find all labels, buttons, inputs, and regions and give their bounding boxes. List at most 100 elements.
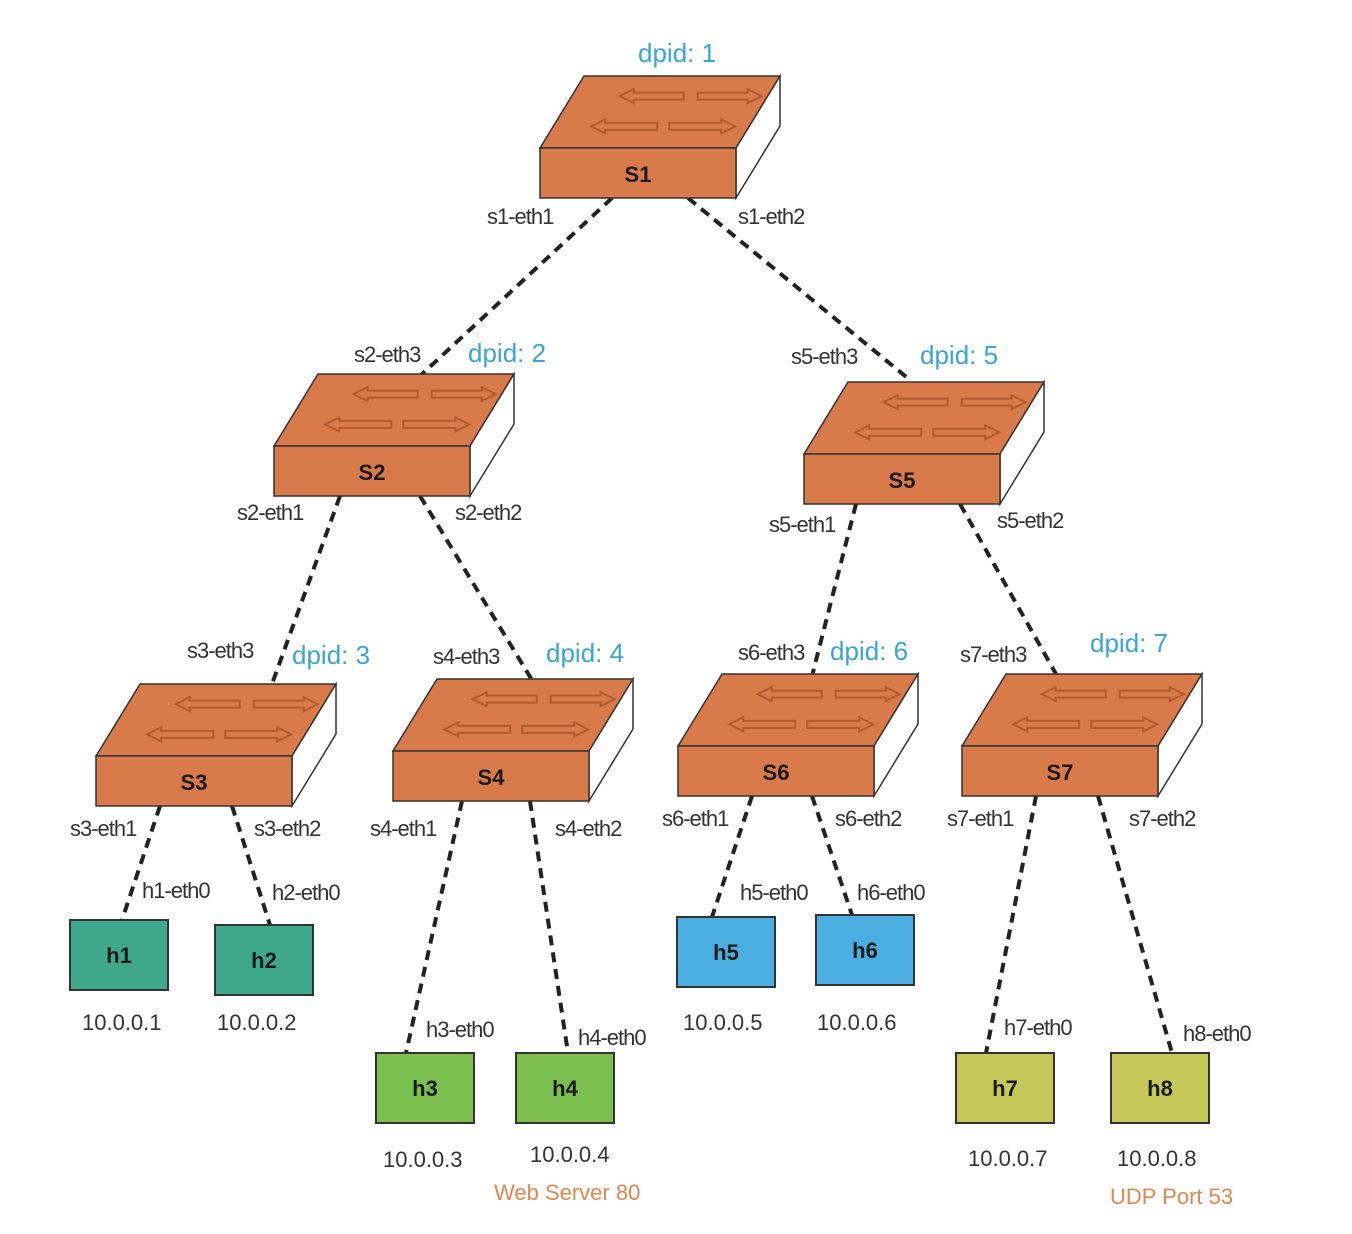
port-label-s6-eth1: s6-eth1 xyxy=(662,806,729,831)
host-label: h1 xyxy=(106,943,132,968)
service-note-h8: UDP Port 53 xyxy=(1110,1184,1233,1209)
host-h7: h7 xyxy=(955,1052,1055,1124)
link-s7-h7 xyxy=(984,795,1038,1054)
host-label: h5 xyxy=(713,940,739,965)
switch-front-face xyxy=(539,147,737,199)
port-label-h2-eth0: h2-eth0 xyxy=(272,880,340,905)
switch-label: S2 xyxy=(359,460,386,485)
dpid-label: dpid: 7 xyxy=(1090,628,1168,658)
ip-address-label: 10.0.0.7 xyxy=(968,1146,1048,1171)
host-box xyxy=(676,916,776,988)
host-label: h7 xyxy=(992,1076,1018,1101)
dpid-label: dpid: 6 xyxy=(830,636,908,666)
switch-s6: S6 xyxy=(676,671,920,799)
service-note-h4: Web Server 80 xyxy=(494,1180,640,1205)
ip-address-label: 10.0.0.2 xyxy=(217,1010,297,1035)
port-label-s6-eth2: s6-eth2 xyxy=(835,806,902,831)
port-label-s1-eth2: s1-eth2 xyxy=(738,204,805,229)
switch-label: S7 xyxy=(1047,760,1074,785)
port-label-s7-eth1: s7-eth1 xyxy=(947,806,1014,831)
host-h2: h2 xyxy=(214,924,314,996)
arrow-left-icon xyxy=(322,415,393,434)
port-label-s2-eth1: s2-eth1 xyxy=(237,500,304,525)
arrow-right-icon xyxy=(668,117,738,136)
port-label-s3-eth3: s3-eth3 xyxy=(187,638,254,663)
arrow-left-icon xyxy=(852,423,923,442)
arrow-left-icon xyxy=(755,685,823,703)
host-h1: h1 xyxy=(69,919,169,991)
host-box xyxy=(815,914,915,986)
port-label-s4-eth3: s4-eth3 xyxy=(433,644,500,669)
port-label-s1-eth1: s1-eth1 xyxy=(487,204,554,229)
ip-address-label: 10.0.0.8 xyxy=(1117,1146,1197,1171)
port-label-s2-eth3: s2-eth3 xyxy=(354,342,421,367)
host-h6: h6 xyxy=(815,914,915,986)
host-h5: h5 xyxy=(676,916,776,988)
arrow-left-icon xyxy=(351,385,419,403)
arrow-right-icon xyxy=(430,385,498,403)
host-label: h4 xyxy=(552,1076,578,1101)
arrow-left-icon xyxy=(144,725,215,744)
arrow-right-icon xyxy=(806,715,876,734)
port-label-s3-eth1: s3-eth1 xyxy=(70,816,137,841)
dpid-label: dpid: 2 xyxy=(468,338,546,368)
port-label-s5-eth3: s5-eth3 xyxy=(791,344,858,369)
port-label-h7-eth0: h7-eth0 xyxy=(1004,1015,1072,1040)
switch-label: S3 xyxy=(181,770,208,795)
link-s6-h6 xyxy=(810,795,854,916)
ip-address-label: 10.0.0.6 xyxy=(817,1010,897,1035)
link-s5-s7 xyxy=(958,503,1058,675)
ip-address-label: 10.0.0.5 xyxy=(683,1010,763,1035)
switch-s4: S4 xyxy=(391,676,635,804)
host-h8: h8 xyxy=(1110,1052,1210,1124)
port-label-h5-eth0: h5-eth0 xyxy=(740,880,808,905)
port-label-s4-eth2: s4-eth2 xyxy=(555,816,622,841)
arrow-right-icon xyxy=(549,690,617,708)
link-s3-h1 xyxy=(120,805,162,921)
links-layer xyxy=(120,196,1174,1054)
ip-address-label: 10.0.0.4 xyxy=(530,1142,610,1167)
host-label: h3 xyxy=(412,1076,438,1101)
host-h3: h3 xyxy=(375,1052,475,1124)
host-box xyxy=(955,1052,1055,1124)
port-label-h3-eth0: h3-eth0 xyxy=(426,1017,494,1042)
link-s1-s5 xyxy=(686,196,912,382)
link-s4-h4 xyxy=(528,800,570,1054)
arrow-left-icon xyxy=(173,695,241,713)
port-label-h6-eth0: h6-eth0 xyxy=(857,880,925,905)
arrow-right-icon xyxy=(1118,685,1186,703)
switch-s7: S7 xyxy=(960,671,1204,799)
arrow-left-icon xyxy=(470,690,538,708)
link-s7-h8 xyxy=(1096,795,1174,1054)
arrow-left-icon xyxy=(1010,715,1081,734)
arrow-left-icon xyxy=(617,87,685,105)
dpid-label: dpid: 5 xyxy=(920,340,998,370)
port-label-s2-eth2: s2-eth2 xyxy=(455,500,522,525)
switch-label: S1 xyxy=(625,162,652,187)
switch-front-face xyxy=(961,745,1159,797)
labels-layer: s1-eth1 s2-eth3 s1-eth2 s5-eth3 s2-eth1 s3-et… xyxy=(70,38,1252,1209)
arrow-right-icon xyxy=(402,415,472,434)
port-label-s6-eth3: s6-eth3 xyxy=(738,640,805,665)
host-box xyxy=(1110,1052,1210,1124)
port-label-h8-eth0: h8-eth0 xyxy=(1183,1021,1251,1046)
host-h4: h4 xyxy=(515,1052,615,1124)
dpid-label: dpid: 4 xyxy=(546,638,624,668)
arrow-right-icon xyxy=(252,695,320,713)
host-box xyxy=(69,919,169,991)
host-label: h2 xyxy=(251,948,277,973)
dpid-label: dpid: 1 xyxy=(638,38,716,68)
host-label: h6 xyxy=(852,938,878,963)
arrow-left-icon xyxy=(726,715,797,734)
switch-front-face xyxy=(95,755,293,807)
host-label: h8 xyxy=(1147,1076,1173,1101)
arrow-left-icon xyxy=(1039,685,1107,703)
port-label-s5-eth1: s5-eth1 xyxy=(769,512,836,537)
switch-s5: S5 xyxy=(802,379,1046,507)
arrow-left-icon xyxy=(441,720,512,739)
arrow-right-icon xyxy=(696,87,764,105)
ip-address-label: 10.0.0.1 xyxy=(82,1010,162,1035)
port-label-h1-eth0: h1-eth0 xyxy=(142,878,210,903)
